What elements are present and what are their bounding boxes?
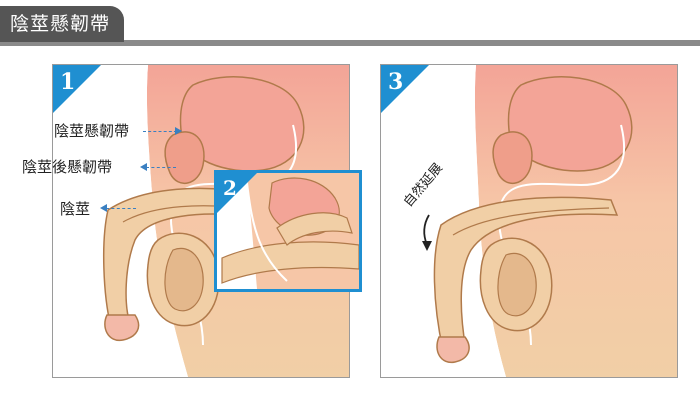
step-badge-2 [217,173,257,213]
panel-step-1: 1 [52,64,350,378]
label-fundiform-ligament: 陰莖後懸韌帶 [22,158,113,176]
leader-fundiform-head [140,163,147,171]
step-badge-3 [381,65,429,113]
leader-suspensory-head [175,127,182,135]
leader-fundiform [146,167,176,168]
label-penis: 陰莖 [60,200,91,218]
page-title: 陰莖懸韌帶 [0,6,125,42]
label-suspensory-ligament: 陰莖懸韌帶 [54,122,130,140]
prostate [164,131,205,184]
penis-shaft [103,187,290,328]
panel-step-2-inset: 2 [214,170,362,292]
leader-penis [106,208,136,209]
header-rule [0,40,700,46]
step-number-3: 3 [388,69,403,95]
testis [164,247,204,312]
anatomy-illustration-1: 1 [53,65,349,377]
penis-shaft [433,196,619,351]
testis [497,252,537,317]
anatomy-illustration-2: 2 [217,173,359,289]
step-number-2: 2 [223,176,237,200]
glans [436,336,470,364]
panel-step-3: 3 [380,64,678,378]
anatomy-illustration-3: 3 [381,65,677,377]
leader-penis-head [100,204,107,212]
bladder [179,76,305,172]
leader-suspensory [143,131,177,132]
prostate [492,131,533,184]
step-badge-1 [53,65,101,113]
step-number-1: 1 [60,69,75,95]
bladder [507,76,633,172]
glans [104,314,140,342]
